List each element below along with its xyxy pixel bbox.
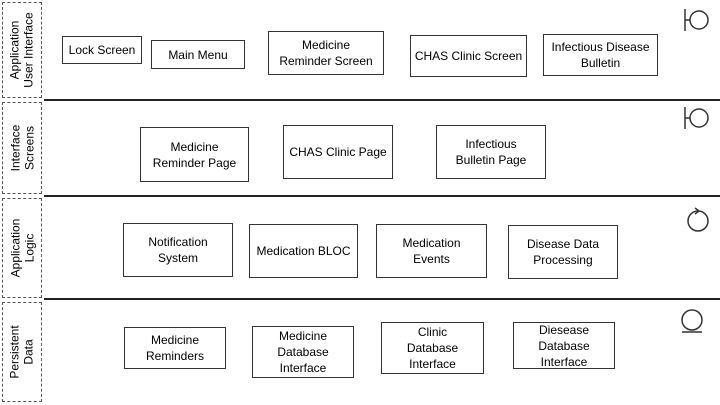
lane-label-text: Application Logic	[8, 218, 36, 278]
lane-label-persistent-data: Persistent Data	[2, 302, 42, 402]
lane-separator	[44, 195, 720, 197]
lane-label-application-logic: Application Logic	[2, 198, 42, 298]
component-disease-data-processing: Disease Data Processing	[508, 225, 618, 279]
lane-label-text: Application User Interface	[8, 12, 36, 88]
component-main-menu: Main Menu	[151, 40, 245, 69]
lane-separator	[44, 99, 720, 101]
component-clinic-database-interface: Clinic Database Interface	[381, 322, 484, 374]
component-diesease-database-interface: Diesease Database Interface	[513, 322, 615, 369]
lane-label-interface-screens: Interface Screens	[2, 102, 42, 194]
boundary-icon	[684, 107, 709, 129]
component-notification-system: Notification System	[123, 223, 233, 277]
component-medicine-reminder-page: Medicine Reminder Page	[140, 127, 249, 182]
component-medicine-reminder-screen: Medicine Reminder Screen	[268, 31, 384, 75]
boundary-icon	[684, 9, 709, 31]
component-chas-clinic-screen: CHAS Clinic Screen	[410, 35, 527, 77]
component-infectious-disease-bulletin: Infectious Disease Bulletin	[543, 34, 658, 76]
component-medication-events: Medication Events	[376, 224, 487, 278]
entity-icon	[681, 309, 703, 333]
component-lock-screen: Lock Screen	[62, 36, 142, 64]
lane-label-text: Persistent Data	[8, 325, 37, 379]
component-chas-clinic-page: CHAS Clinic Page	[283, 125, 393, 179]
control-icon	[687, 207, 709, 232]
lane-label-text: Interface Screens	[8, 124, 37, 172]
lane-separator	[44, 298, 720, 300]
component-medication-bloc: Medication BLOC	[249, 224, 358, 278]
component-infectious-bulletin-page: Infectious Bulletin Page	[436, 125, 546, 179]
lane-label-user-interface: Application User Interface	[2, 2, 42, 98]
component-medicine-database-interface: Medicine Database Interface	[252, 326, 354, 378]
component-medicine-reminders: Medicine Reminders	[124, 327, 226, 369]
